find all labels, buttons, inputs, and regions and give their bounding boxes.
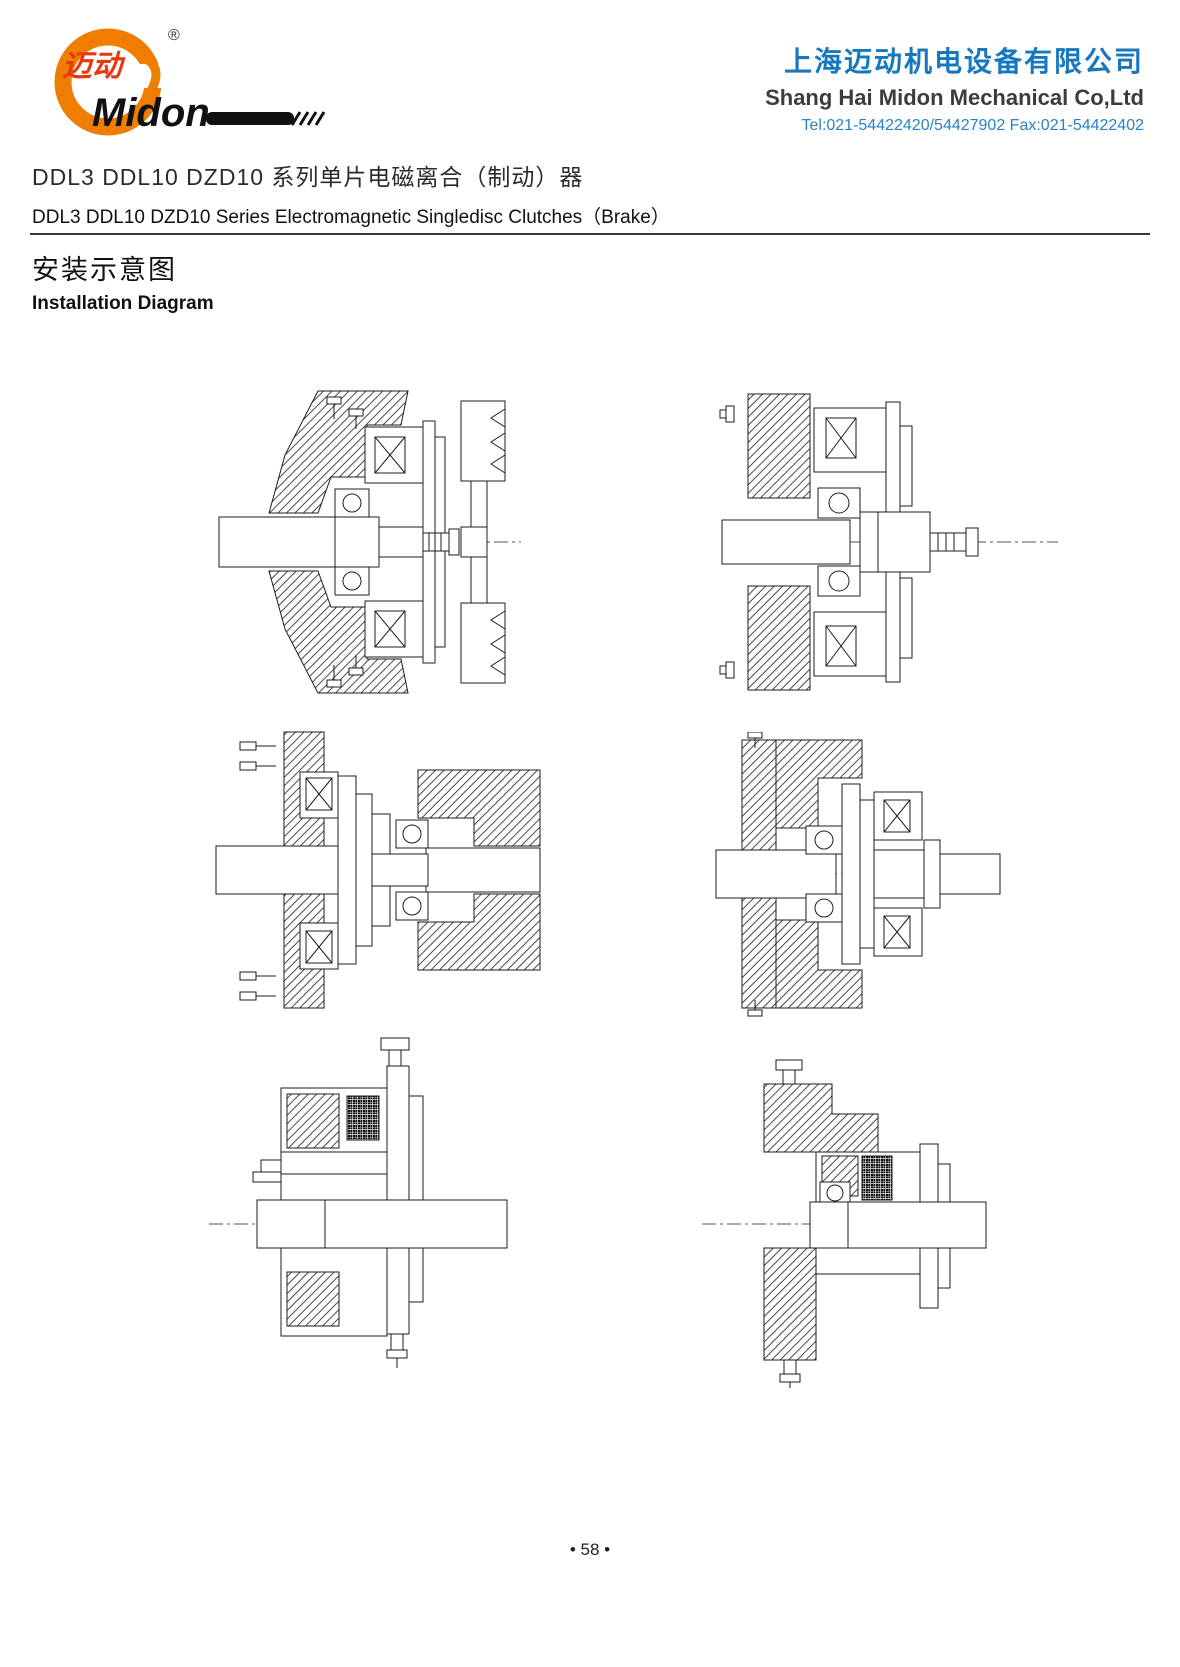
- company-contact-line: Tel:021-54422420/54427902 Fax:021-544224…: [801, 117, 1144, 134]
- installation-diagram-2: [718, 392, 1063, 692]
- logo-bar: [206, 112, 294, 125]
- section-title-cn: 安装示意图: [32, 255, 177, 285]
- brake-unit-drawing-right: [702, 1059, 987, 1388]
- installation-diagram-6: [698, 1056, 990, 1388]
- installation-diagram-1: [215, 385, 525, 700]
- title-divider: [30, 233, 1150, 235]
- midon-logo: 迈动 Midon ®: [28, 14, 328, 146]
- clutch-pulley-cross-section-drawing: [218, 390, 521, 694]
- section-title-en: Installation Diagram: [32, 293, 214, 314]
- installation-diagram-3: [212, 718, 544, 1023]
- logo-brand-en: Midon: [92, 91, 210, 135]
- page-number: • 58 •: [569, 1540, 611, 1559]
- logo-bar-stripes: [290, 111, 326, 126]
- brake-unit-drawing-left: [209, 1037, 508, 1368]
- product-title-cn: DDL3 DDL10 DZD10 系列单片电磁离合（制动）器: [32, 164, 584, 190]
- logo-swirl: [144, 56, 161, 99]
- company-name-en: Shang Hai Midon Mechanical Co,Ltd: [765, 85, 1144, 110]
- installation-diagram-4: [712, 732, 1004, 1017]
- wall-mounted-clutch-drawing: [719, 393, 1058, 691]
- company-info-block: 上海迈动机电设备有限公司 Shang Hai Midon Mechanical …: [765, 40, 1144, 135]
- registered-trademark-icon: ®: [168, 27, 180, 44]
- product-title-en: DDL3 DDL10 DZD10 Series Electromagnetic …: [32, 207, 670, 228]
- shaft-coupling-clutch-drawing: [215, 731, 541, 1009]
- logo-brand-cn: 迈动: [62, 50, 126, 83]
- midon-logo-graphic: 迈动 Midon ®: [54, 27, 326, 136]
- installation-diagram-5: [205, 1032, 510, 1370]
- wall-mounted-coupling-clutch-drawing: [715, 732, 1001, 1017]
- company-name-cn: 上海迈动机电设备有限公司: [783, 46, 1144, 77]
